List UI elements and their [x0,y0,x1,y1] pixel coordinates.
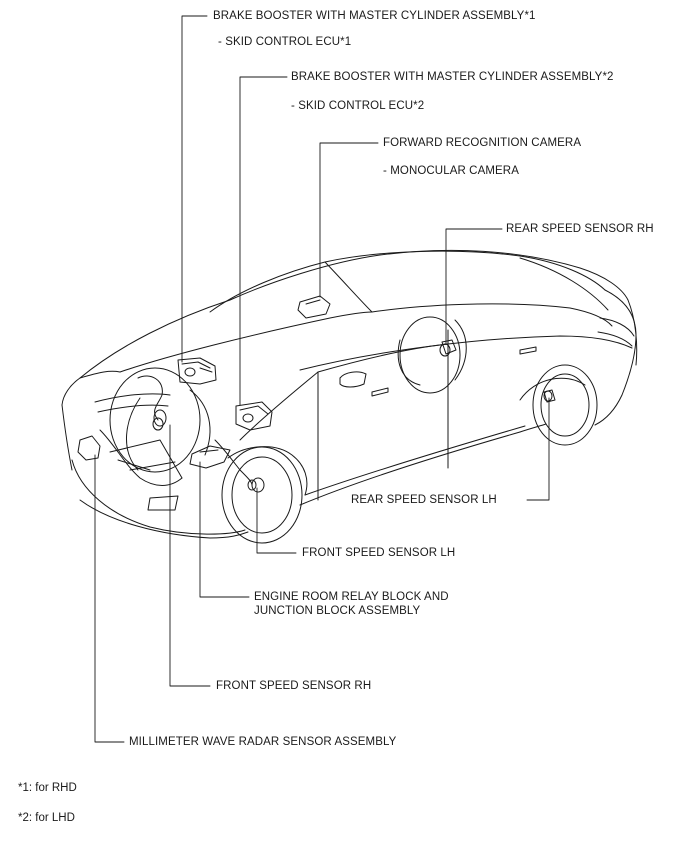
label-relay-block-line1: ENGINE ROOM RELAY BLOCK AND [254,591,449,603]
brake-booster-rhd [177,357,217,385]
label-front-speed-sensor-rh: FRONT SPEED SENSOR RH [216,680,372,692]
label-brake-booster-lhd: BRAKE BOOSTER WITH MASTER CYLINDER ASSEM… [291,71,614,83]
label-relay-block-line2: JUNCTION BLOCK ASSEMBLY [254,605,421,617]
rear-lh-sensor [543,389,556,403]
front-right-wheel [109,367,201,473]
label-rear-speed-sensor-rh: REAR SPEED SENSOR RH [506,223,654,235]
rear-right-wheel [399,316,461,394]
rear-rh-sensor [441,339,457,355]
brake-booster-lhd [235,401,273,431]
label-rear-speed-sensor-lh: REAR SPEED SENSOR LH [351,494,497,506]
label-skid-control-ecu-rhd: - SKID CONTROL ECU*1 [218,36,352,48]
label-monocular-camera: - MONOCULAR CAMERA [383,165,519,177]
relay-block [189,445,231,469]
front-lh-sensor-harness [214,439,257,491]
radar-sensor [77,435,101,461]
label-skid-control-ecu-lhd: - SKID CONTROL ECU*2 [291,100,425,112]
label-forward-recognition-camera: FORWARD RECOGNITION CAMERA [383,137,582,149]
label-millimeter-wave-radar: MILLIMETER WAVE RADAR SENSOR ASSEMBLY [129,736,397,748]
rear-left-wheel [532,364,598,446]
forward-camera [297,295,331,319]
front-left-wheel [221,446,303,544]
footnote-rhd: *1: for RHD [18,782,77,794]
label-front-speed-sensor-lh: FRONT SPEED SENSOR LH [302,547,456,559]
label-brake-booster-rhd: BRAKE BOOSTER WITH MASTER CYLINDER ASSEM… [213,10,536,22]
footnote-lhd: *2: for LHD [18,812,75,824]
leader-lines [94,15,550,743]
car-body-outline [61,249,638,539]
front-rh-sensor-harness [137,375,164,431]
